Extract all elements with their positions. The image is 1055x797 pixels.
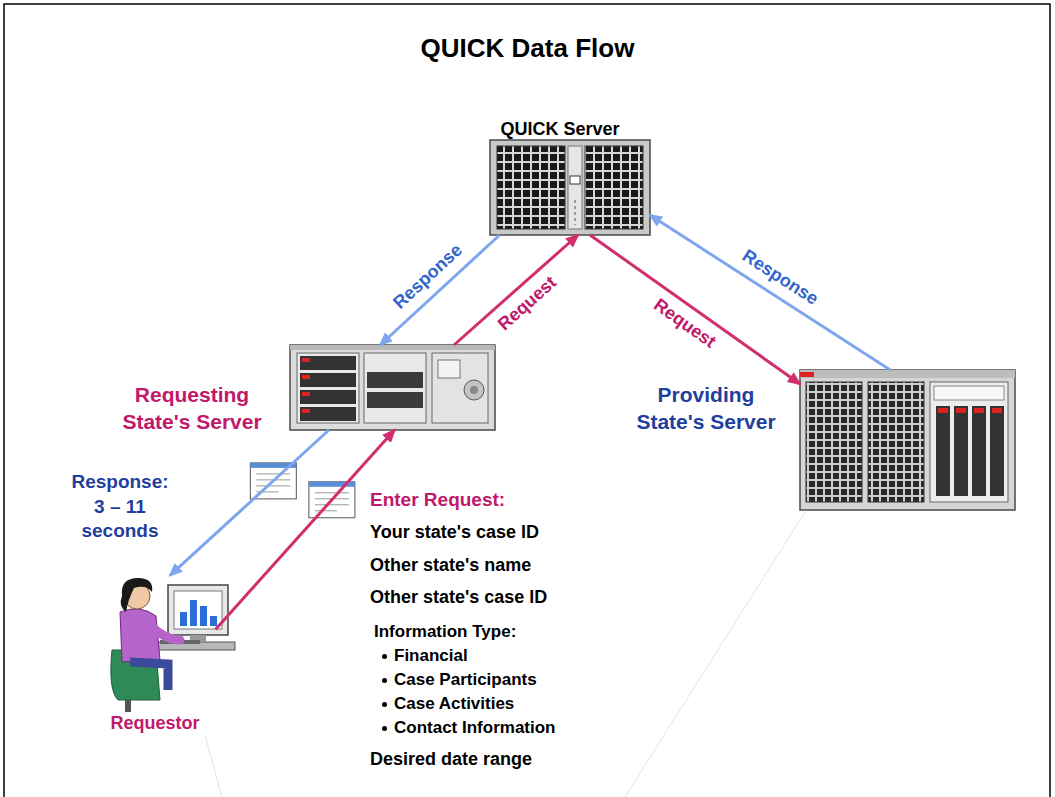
diagram-title: QUICK Data Flow (0, 32, 1055, 66)
server-node: QUICK Server (490, 140, 650, 235)
bullet-dot (382, 678, 387, 683)
quick-server-icon (490, 140, 650, 235)
request-arrow (216, 430, 395, 629)
list-heading: Information Type: (374, 621, 516, 643)
server-node: Providing State's Server (800, 370, 1015, 510)
requestor-icon (111, 578, 235, 712)
requesting-server-icon (290, 345, 495, 430)
list-item: Case Participants (394, 669, 537, 691)
response-arrow (650, 215, 890, 370)
requestor-node: Requestor (105, 570, 235, 705)
node-label: Providing State's Server (622, 381, 790, 436)
list-item: Case Activities (394, 693, 514, 715)
frame (4, 4, 1050, 797)
list-item: Your state's case ID (370, 521, 539, 544)
response-arrow (170, 430, 329, 575)
bullet-dot (382, 654, 387, 659)
faint-line (205, 735, 222, 797)
response-arrow (380, 235, 499, 345)
bullet-dot (382, 726, 387, 731)
node-label: QUICK Server (460, 118, 660, 141)
list-item: Other state's name (370, 554, 531, 577)
node-label: Requestor (90, 712, 220, 735)
bullet-dot (382, 702, 387, 707)
server-node: Requesting State's Server (290, 345, 495, 430)
list-heading: Enter Request: (370, 488, 505, 513)
list-item: Financial (394, 645, 468, 667)
faint-line (625, 512, 805, 797)
request-arrow (454, 235, 578, 345)
providing-server-icon (800, 370, 1015, 510)
timing-note: Response: 3 – 11 seconds (68, 470, 172, 544)
list-item: Desired date range (370, 748, 532, 771)
list-item: Contact Information (394, 717, 556, 739)
list-item: Other state's case ID (370, 586, 547, 609)
node-label: Requesting State's Server (112, 381, 272, 436)
